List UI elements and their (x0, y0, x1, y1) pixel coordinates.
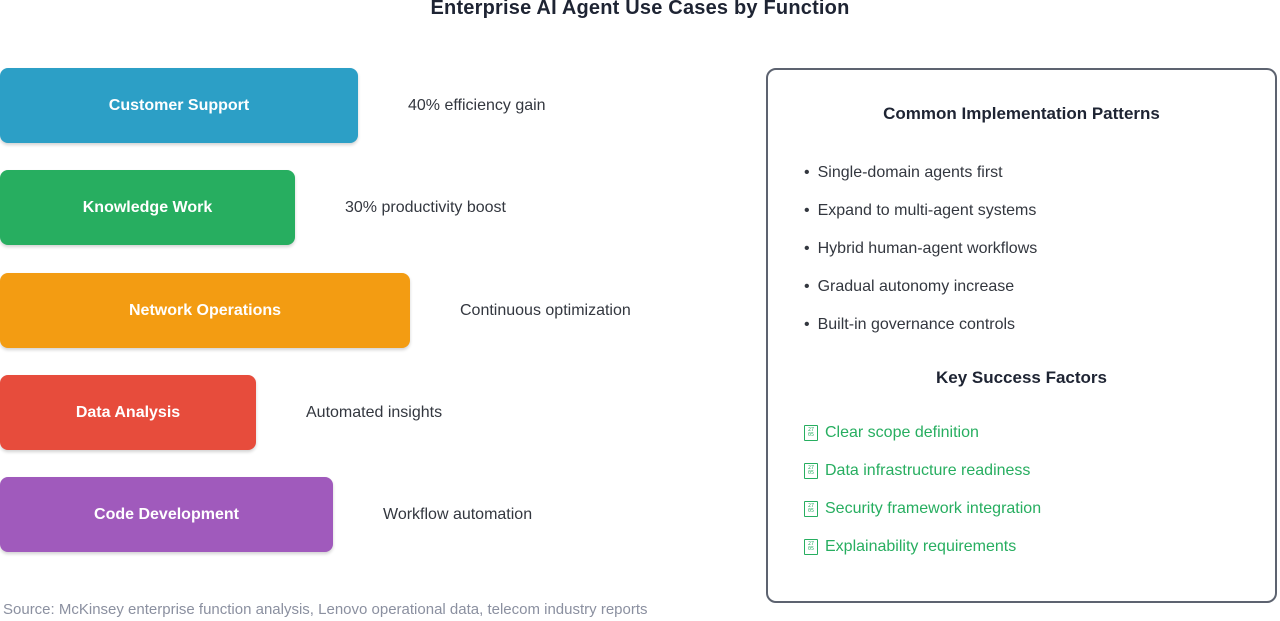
bar-label: Customer Support (108, 96, 250, 114)
bar-annotation: 40% efficiency gain (408, 96, 546, 114)
bar-row-network-operations: Network Operations Continuous optimizati… (0, 273, 631, 348)
bar-label: Data Analysis (75, 403, 181, 421)
bullet-icon: • (804, 202, 810, 219)
bullet-icon: • (804, 164, 810, 181)
usecase-bar: Knowledge Work (0, 170, 295, 245)
pattern-text: Hybrid human-agent workflows (817, 240, 1038, 257)
list-item: • Single-domain agents first (804, 154, 1275, 192)
chart-title: Enterprise AI Agent Use Cases by Functio… (430, 0, 850, 19)
usecase-bar: Data Analysis (0, 375, 256, 450)
usecase-bar: Code Development (0, 477, 333, 552)
bullet-icon: • (804, 316, 810, 333)
bar-row-code-development: Code Development Workflow automation (0, 477, 532, 552)
bar-row-customer-support: Customer Support 40% efficiency gain (0, 68, 546, 143)
usecase-bar: Network Operations (0, 273, 410, 348)
bar-label: Knowledge Work (82, 198, 213, 216)
list-item: • Expand to multi-agent systems (804, 192, 1275, 230)
list-item: • Built-in governance controls (804, 306, 1275, 344)
patterns-heading: Common Implementation Patterns (883, 104, 1160, 123)
success-text: Data infrastructure readiness (825, 462, 1031, 479)
success-text: Explainability requirements (825, 538, 1017, 555)
success-text: Clear scope definition (825, 424, 979, 441)
pattern-text: Gradual autonomy increase (817, 278, 1015, 295)
list-item: • Hybrid human-agent workflows (804, 230, 1275, 268)
pattern-text: Built-in governance controls (817, 316, 1016, 333)
bar-annotation: Continuous optimization (460, 301, 631, 319)
implementation-panel: Common Implementation Patterns • Single-… (766, 68, 1277, 603)
source-note: Source: McKinsey enterprise function ana… (3, 601, 648, 618)
bar-label: Network Operations (128, 301, 282, 319)
bar-annotation: Automated insights (306, 403, 443, 421)
list-item: • Gradual autonomy increase (804, 268, 1275, 306)
bar-annotation: Workflow automation (383, 505, 533, 523)
patterns-list: • Single-domain agents first • Expand to… (768, 154, 1275, 344)
bar-annotation: 30% productivity boost (345, 198, 506, 216)
usecase-bar: Customer Support (0, 68, 358, 143)
bar-row-data-analysis: Data Analysis Automated insights (0, 375, 442, 450)
success-heading: Key Success Factors (935, 368, 1108, 387)
pattern-text: Expand to multi-agent systems (817, 202, 1037, 219)
bullet-icon: • (804, 278, 810, 295)
success-text: Security framework integration (825, 500, 1042, 517)
bullet-icon: • (804, 240, 810, 257)
pattern-text: Single-domain agents first (817, 164, 1003, 181)
bar-label: Code Development (94, 505, 239, 523)
bar-row-knowledge-work: Knowledge Work 30% productivity boost (0, 170, 506, 245)
